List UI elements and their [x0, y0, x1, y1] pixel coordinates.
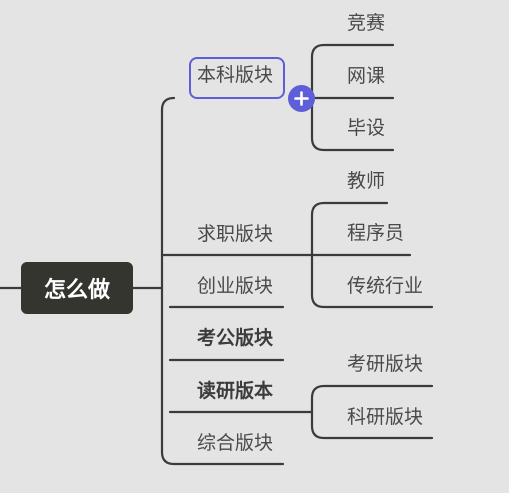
leaf-exam-prep[interactable]: 考研版块	[347, 353, 424, 375]
root-node[interactable]: 怎么做	[21, 262, 133, 314]
branch-job-hunting[interactable]: 求职版块	[197, 223, 274, 245]
leaf-traditional-industry[interactable]: 传统行业	[347, 275, 424, 297]
leaf-programmer[interactable]: 程序员	[347, 222, 405, 244]
leaf-online-course[interactable]: 网课	[347, 65, 386, 87]
branch-undergraduate[interactable]: 本科版块	[197, 64, 274, 86]
root-label: 怎么做	[43, 278, 110, 303]
leaf-graduation-project[interactable]: 毕设	[347, 117, 386, 139]
leaf-research[interactable]: 科研版块	[347, 406, 424, 428]
selected-node-outline	[189, 57, 285, 99]
branch-comprehensive[interactable]: 综合版块	[197, 432, 274, 454]
add-child-button[interactable]	[288, 85, 315, 112]
branch-startup[interactable]: 创业版块	[197, 275, 274, 297]
branch-civil-service[interactable]: 考公版块	[197, 327, 274, 349]
leaf-teacher[interactable]: 教师	[347, 170, 386, 192]
leaf-competition[interactable]: 竞赛	[347, 12, 386, 34]
branch-graduate-study[interactable]: 读研版本	[197, 380, 274, 402]
plus-icon	[294, 91, 309, 106]
